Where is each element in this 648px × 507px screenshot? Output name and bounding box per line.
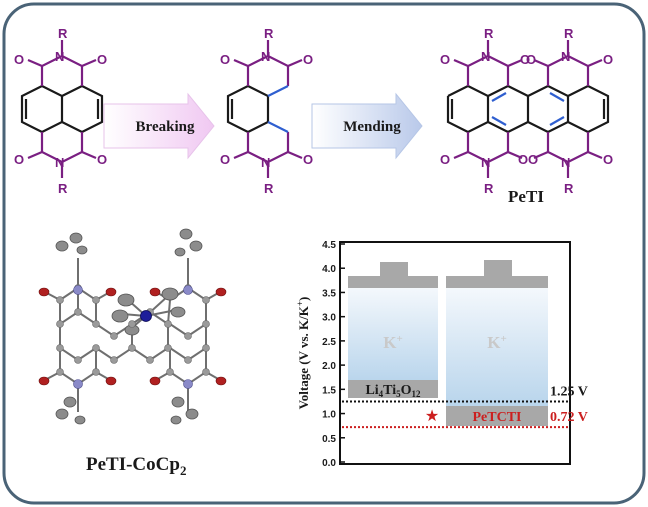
cell-cap bbox=[348, 276, 438, 288]
arrow-mending-label: Mending bbox=[343, 119, 401, 135]
cell-terminal bbox=[484, 260, 512, 276]
atom-n: N bbox=[261, 155, 270, 170]
cell-cap bbox=[446, 276, 548, 288]
cell-li4ti5o12: K+ Li4Ti5O12 bbox=[348, 262, 438, 399]
cell-petcti: K+ PeTCTI bbox=[446, 260, 548, 426]
atom-o: O bbox=[220, 152, 230, 167]
potential-label-1: 1.25 V bbox=[550, 384, 588, 399]
crystal-label: PeTI-CoCp2 bbox=[86, 454, 186, 478]
atom-o: O bbox=[303, 152, 313, 167]
atom-r: R bbox=[484, 181, 494, 196]
anode-bar-1 bbox=[348, 380, 438, 398]
anode-label-1-d: 5 bbox=[396, 389, 401, 399]
atom-n: N bbox=[55, 155, 64, 170]
y-tick-label: 1.5 bbox=[322, 385, 336, 396]
atom-r: R bbox=[58, 181, 68, 196]
cell-terminal bbox=[380, 262, 408, 276]
reaction-scheme: O O N R O O N R Breaking bbox=[14, 26, 613, 206]
ion-label-1-sup: + bbox=[396, 333, 402, 345]
atom-o: O bbox=[303, 52, 313, 67]
arrow-mending: Mending bbox=[311, 92, 423, 160]
crystal-label-main: PeTI-CoCp bbox=[86, 454, 180, 475]
anode-label-2: PeTCTI bbox=[473, 410, 522, 425]
atom-n: N bbox=[561, 49, 570, 64]
ion-label-2: K+ bbox=[487, 333, 507, 352]
atom-o: O bbox=[440, 52, 450, 67]
star-icon: ★ bbox=[425, 408, 439, 425]
y-tick-label: 4.0 bbox=[322, 264, 336, 275]
molecule-peti: O O O O N N R R O O O O N N R R bbox=[440, 26, 613, 196]
y-axis-label-end: ) bbox=[296, 297, 311, 301]
atom-r: R bbox=[484, 26, 494, 41]
y-tick-label: 3.0 bbox=[322, 313, 336, 324]
arrow-breaking-label: Breaking bbox=[136, 119, 195, 135]
ion-label-1-text: K bbox=[383, 333, 397, 352]
y-tick-label: 0.0 bbox=[322, 458, 336, 469]
y-axis-ticks: 0.0 0.5 1.0 1.5 2.0 2.5 3.0 3.5 4.0 4.5 bbox=[322, 240, 345, 469]
molecule-broken: O O N R O O N R bbox=[220, 26, 313, 196]
arrow-breaking: Breaking bbox=[103, 92, 215, 160]
y-axis-label-sup: + bbox=[295, 301, 305, 306]
ion-label-2-text: K bbox=[487, 333, 501, 352]
y-tick-label: 4.5 bbox=[322, 240, 336, 251]
atom-n: N bbox=[261, 49, 270, 64]
y-axis-label: Voltage (V vs. K/K+) bbox=[295, 297, 311, 410]
y-tick-label: 3.5 bbox=[322, 288, 336, 299]
anode-label-1-b: 4 bbox=[379, 389, 384, 399]
atom-o: O bbox=[14, 152, 24, 167]
anode-label-1-e: O bbox=[401, 383, 412, 398]
atom-o: O bbox=[526, 52, 536, 67]
ion-label-2-sup: + bbox=[500, 333, 506, 345]
y-tick-label: 2.0 bbox=[322, 361, 336, 372]
anode-label-1: Li4Ti5O12 bbox=[365, 383, 421, 399]
atom-r: R bbox=[564, 181, 574, 196]
atom-o: O bbox=[603, 52, 613, 67]
atom-o: O bbox=[603, 152, 613, 167]
atom-n: N bbox=[55, 49, 64, 64]
atom-o: O bbox=[97, 152, 107, 167]
atom-o: O bbox=[528, 152, 538, 167]
y-tick-label: 2.5 bbox=[322, 337, 336, 348]
atom-n: N bbox=[481, 155, 490, 170]
anode-label-1-a: Li bbox=[365, 383, 378, 398]
cell-body bbox=[446, 288, 548, 406]
y-tick-label: 1.0 bbox=[322, 410, 336, 421]
molecule-ndi: O O N R O O N R bbox=[14, 26, 107, 196]
y-axis-label-text: Voltage (V vs. K/K bbox=[296, 305, 311, 409]
potential-label-2: 0.72 V bbox=[550, 410, 588, 425]
anode-label-1-c: Ti bbox=[383, 383, 396, 398]
anode-bar-2 bbox=[446, 406, 548, 426]
atom-o: O bbox=[440, 152, 450, 167]
atom-r: R bbox=[564, 26, 574, 41]
atom-n: N bbox=[561, 155, 570, 170]
atom-n: N bbox=[481, 49, 490, 64]
atom-o: O bbox=[520, 52, 530, 67]
ion-label-1: K+ bbox=[383, 333, 403, 352]
product-label: PeTI bbox=[508, 187, 544, 206]
crystal-label-sub: 2 bbox=[180, 463, 187, 478]
anode-label-1-f: 12 bbox=[412, 389, 422, 399]
atom-r: R bbox=[264, 181, 274, 196]
voltage-chart: 0.0 0.5 1.0 1.5 2.0 2.5 3.0 3.5 4.0 4.5 Voltage (… bbox=[295, 240, 588, 469]
atom-r: R bbox=[58, 26, 68, 41]
atom-o: O bbox=[518, 152, 528, 167]
cell-body bbox=[348, 288, 438, 382]
atom-r: R bbox=[264, 26, 274, 41]
y-tick-label: 0.5 bbox=[322, 434, 336, 445]
crystal-structure: PeTI-CoCp2 bbox=[38, 228, 227, 478]
atom-o: O bbox=[220, 52, 230, 67]
atom-o: O bbox=[97, 52, 107, 67]
atom-o: O bbox=[14, 52, 24, 67]
